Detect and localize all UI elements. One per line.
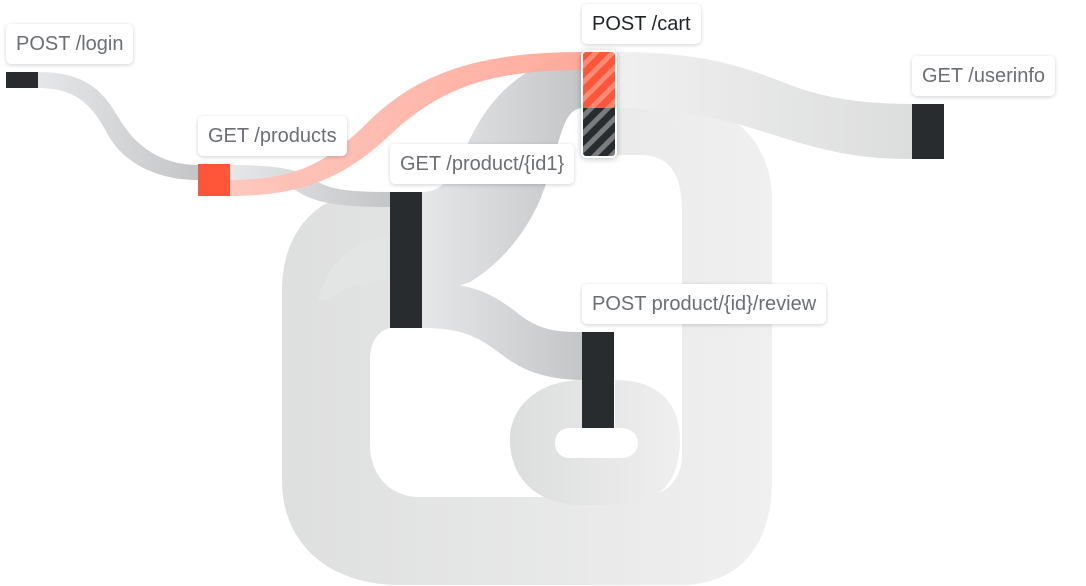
link-cart-to-userinfo <box>615 52 912 159</box>
label-userinfo: GET /userinfo <box>912 56 1056 96</box>
link-product-to-review <box>422 282 583 380</box>
link-review-self-loop <box>510 380 680 505</box>
node-product[interactable] <box>390 192 422 328</box>
label-product: GET /product/{id1} <box>390 144 575 184</box>
label-products: GET /products <box>198 116 347 156</box>
label-login: POST /login <box>6 24 134 64</box>
link-login-to-products <box>38 72 198 180</box>
label-cart: POST /cart <box>582 4 701 44</box>
link-product-self-loop <box>282 108 772 585</box>
node-review[interactable] <box>582 332 614 428</box>
label-review: POST product/{id}/review <box>582 284 827 324</box>
node-products[interactable] <box>198 164 230 196</box>
node-userinfo[interactable] <box>912 104 944 159</box>
node-cart[interactable] <box>581 50 617 158</box>
link-products-to-cart-highlighted <box>230 52 583 196</box>
link-loop-into-product <box>318 238 390 300</box>
link-products-to-product <box>230 165 390 207</box>
node-login[interactable] <box>6 72 38 88</box>
